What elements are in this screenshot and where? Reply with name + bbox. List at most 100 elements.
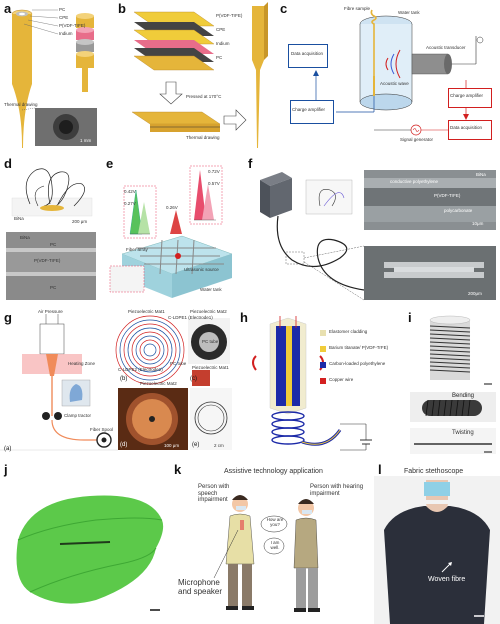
legend-swatch	[320, 378, 326, 384]
panel-label-d: d	[4, 156, 12, 171]
c-label-4: Piezoelectric Mat1	[192, 365, 229, 370]
panel-k: k Assistive technology application Perso…	[170, 460, 372, 624]
green-fabric-photo	[16, 495, 164, 611]
panel-label-b: b	[118, 1, 126, 16]
charge-amplifier-right: Charge amplifier	[450, 93, 484, 98]
fiber-array-label: Fiber array	[126, 247, 148, 252]
bina-label-d: BiNa	[14, 216, 24, 221]
signal-generator-label: Signal generator	[400, 137, 434, 142]
legend: Elastomer cladding Barium titanate/ P(VD…	[320, 328, 400, 392]
ultrasonic-source-label: Ultrasonic source	[184, 267, 219, 272]
panel-j: j	[0, 460, 168, 624]
legend-label: Elastomer cladding	[329, 329, 368, 334]
panel-label-j: j	[4, 462, 8, 477]
label-pvdf: P(VDF-TrFE)	[59, 23, 86, 28]
fiber-spool-label: Fiber Spool	[90, 427, 114, 432]
value-0: 0.72V	[208, 169, 220, 174]
value-2: 0.42V	[124, 189, 136, 194]
panel-label-a: a	[4, 1, 12, 16]
fiber-array-diagram	[109, 165, 233, 298]
value-3: 0.27V	[124, 201, 136, 206]
spiral-label-4: Piezoelectric Mat2	[140, 381, 177, 386]
charge-amplifier-left-box	[290, 100, 334, 124]
value-1: 0.57V	[208, 181, 220, 186]
sub-label-a: (a)	[4, 446, 12, 452]
stretchable-fibre-photos	[410, 315, 496, 454]
panel-label-c: c	[280, 1, 288, 16]
data-acquisition-left: Data acquisition	[291, 51, 324, 56]
data-acquisition-left-box	[288, 44, 328, 68]
assistive-technology-illustration	[213, 495, 320, 612]
legend-swatch	[320, 362, 326, 368]
fibre-knot-photo	[6, 168, 96, 300]
panel-label-h: h	[240, 310, 248, 325]
thermal-drawing-label-b: Thermal drawing	[186, 135, 220, 140]
panel-a: a PC CPE P(VDF-TrFE) Indium Thermal draw…	[0, 0, 112, 148]
label-polycarbonate: polycarbonate	[444, 208, 473, 213]
legend-item: Copper wire	[320, 376, 400, 392]
water-tank-label: Water tank	[398, 10, 420, 15]
woven-fibre-label: Woven fibre	[428, 576, 466, 583]
label-f-pvdf: P(VDF-TrFE)	[434, 193, 461, 198]
panel-e: e 0.72V 0.57V 0.42V 0.27V 0.26V Fiber ar…	[102, 150, 242, 302]
scale-bar-d: 200 μm	[72, 219, 88, 224]
water-tank-label-e: Water tank	[200, 287, 222, 292]
sub-label-e: (e)	[192, 442, 200, 448]
thermal-drawing-label: Thermal drawing	[4, 102, 38, 107]
k-title: Assistive technology application	[224, 468, 323, 475]
panel-h: h Elastomer cladding Barium ti	[236, 304, 402, 456]
layer-stack-illustration	[131, 2, 268, 148]
label-b-indium: Indium	[216, 41, 230, 46]
panel-label-f: f	[248, 156, 253, 171]
layer-bina: BiNa	[20, 235, 30, 240]
bending-label: Bending	[452, 393, 475, 399]
label-pc: PC	[59, 7, 66, 12]
label-indium: Indium	[59, 31, 73, 36]
pressed-label: Pressed at 170°C	[186, 94, 222, 99]
panel-label-l: l	[378, 462, 382, 477]
fabric-stethoscope-photo	[374, 476, 500, 624]
label-cpe: CPE	[59, 15, 69, 20]
panel-label-g: g	[4, 310, 12, 325]
panel-i: i Bending Twisting	[404, 304, 500, 456]
spiral-label-1: C-LDPE1 (Electrode1)	[168, 315, 213, 320]
multilayer-fibre-illustration	[252, 316, 372, 451]
spiral-cross-section	[115, 315, 185, 385]
fiber-drawing-setup	[0, 314, 232, 451]
acoustic-wave-label: Acoustic wave	[380, 81, 409, 86]
left-person-label: Person with speech impairment	[198, 484, 230, 504]
scale-bar-f-top: 10μm	[472, 221, 484, 226]
label-b-cpe: CPE	[216, 27, 226, 32]
c-label-2: PC tube	[202, 339, 219, 344]
legend-swatch	[320, 330, 326, 336]
clamp-tractor-label: Clamp tractor	[64, 413, 92, 418]
legend-item: Barium titanate/ P(VDF-TrFE)	[320, 344, 400, 360]
air-pressure-label: Air Pressure	[38, 309, 63, 314]
c-label-0: Piezoelectric Mat2	[190, 309, 227, 314]
scale-bar-a: 1 mm	[80, 138, 92, 143]
value-4: 0.26V	[166, 205, 178, 210]
device-label: Microphone and speaker	[178, 578, 223, 597]
panel-label-e: e	[106, 156, 114, 171]
spiral-label-0: Piezoelectric Mat1	[128, 309, 165, 314]
fibre-probe-illustration	[260, 170, 496, 301]
legend-swatch	[320, 346, 326, 352]
label-conductive-pe: conductive polyethylene	[390, 179, 439, 184]
scale-bar-g-e: 2 cm	[214, 443, 224, 448]
legend-item: Elastomer cladding	[320, 328, 400, 344]
panel-b: b P(VDF-TrFE) CPE Indium PC Pressed at 1…	[114, 0, 274, 148]
layer-pc-top: PC	[50, 242, 57, 247]
label-b-pc: PC	[216, 55, 223, 60]
fibre-sample-label: Fibre sample	[344, 6, 371, 11]
legend-label: Copper wire	[329, 377, 354, 382]
spiral-label-2: PC tube	[170, 361, 187, 366]
label-b-pvdf: P(VDF-TrFE)	[216, 13, 243, 18]
l-title: Fabric stethoscope	[404, 468, 464, 475]
acoustic-setup-diagram	[313, 9, 484, 136]
charge-amplifier-right-box	[448, 88, 492, 108]
panel-label-k: k	[174, 462, 182, 477]
fibre-preform-illustration	[11, 9, 97, 148]
layer-pvdf: P(VDF-TrFE)	[34, 258, 61, 263]
label-bina-f: BiNa	[476, 172, 486, 177]
scale-bar-f-bottom: 200μm	[468, 291, 482, 296]
